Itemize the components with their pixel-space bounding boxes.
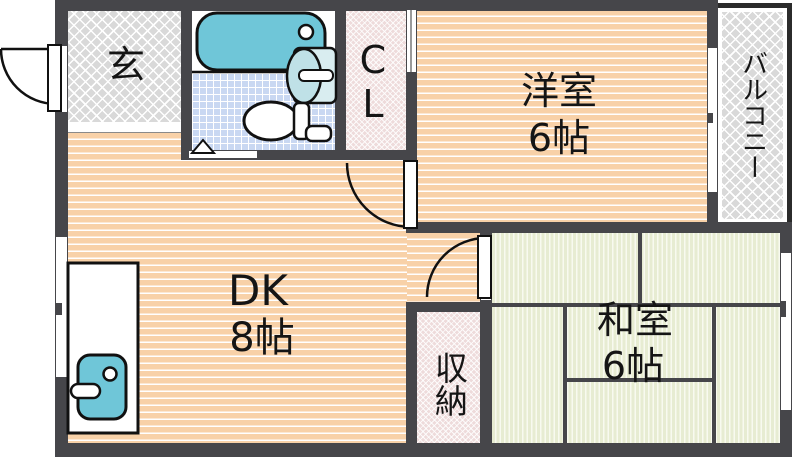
tatami-line [638, 233, 642, 307]
balcony-railing-top [718, 3, 792, 8]
wall-storage-top [406, 302, 492, 312]
bathroom-sliding-door [189, 151, 257, 158]
tatami-line [565, 378, 716, 382]
window-right [781, 253, 791, 410]
balcony-label: バルコニー [737, 50, 768, 180]
japanese-room-label: 和室 [596, 298, 674, 343]
bath-entry-triangle-icon [189, 138, 217, 154]
toilet-bowl [242, 100, 300, 142]
storage-label: 収納 [429, 351, 469, 417]
entrance-door-arc [0, 48, 57, 106]
wall-bathroom-right [335, 10, 346, 160]
wall-bathroom-bottom [181, 150, 417, 160]
storage-floor [417, 312, 480, 443]
bathtub-drain-icon [297, 23, 315, 41]
wall-bottom [55, 443, 792, 457]
balcony-railing-right [787, 3, 792, 228]
dk-label: DK [228, 265, 288, 315]
window-sash-mark [708, 113, 713, 123]
wall-closet-right [406, 10, 417, 162]
japanese-room-floor [492, 233, 780, 443]
closet-opening [407, 10, 416, 72]
genkan-label: 玄 [106, 43, 146, 88]
window-left [56, 237, 67, 377]
dk-alcove-floor [407, 233, 482, 302]
tatami-line [712, 307, 716, 443]
japanese-room-door-leaf [477, 235, 492, 299]
closet-slide-line [410, 10, 412, 72]
japanese-room-door-arc [425, 236, 487, 298]
window-balcony [708, 48, 717, 192]
wall-top [55, 0, 718, 11]
genkan-floor [68, 10, 182, 122]
kitchen-faucet-icon [102, 366, 118, 382]
tatami-line [492, 303, 780, 307]
window-sash-mark [56, 303, 62, 315]
tatami-line [563, 307, 567, 443]
kitchen-faucet-handle-icon [69, 382, 102, 400]
western-room-door-arc [345, 162, 412, 229]
toilet-cistern [304, 124, 333, 143]
wall-room-divider [406, 222, 792, 233]
wall-genkan-bathroom [181, 10, 192, 160]
japanese-room-size: 6帖 [601, 344, 665, 389]
western-room-label: 洋室 [520, 69, 598, 114]
closet-label: CL [350, 38, 395, 126]
western-room-floor [417, 10, 707, 223]
western-room-size: 6帖 [527, 116, 591, 161]
balcony-floor [722, 12, 783, 219]
window-sash-mark [781, 301, 786, 317]
closet-floor [346, 10, 406, 152]
wall-storage-left [406, 302, 417, 455]
washbasin-faucet-icon [298, 69, 334, 82]
dk-size: 8帖 [229, 315, 295, 361]
entrance-door-leaf [47, 44, 62, 112]
western-room-door-leaf [403, 160, 418, 229]
